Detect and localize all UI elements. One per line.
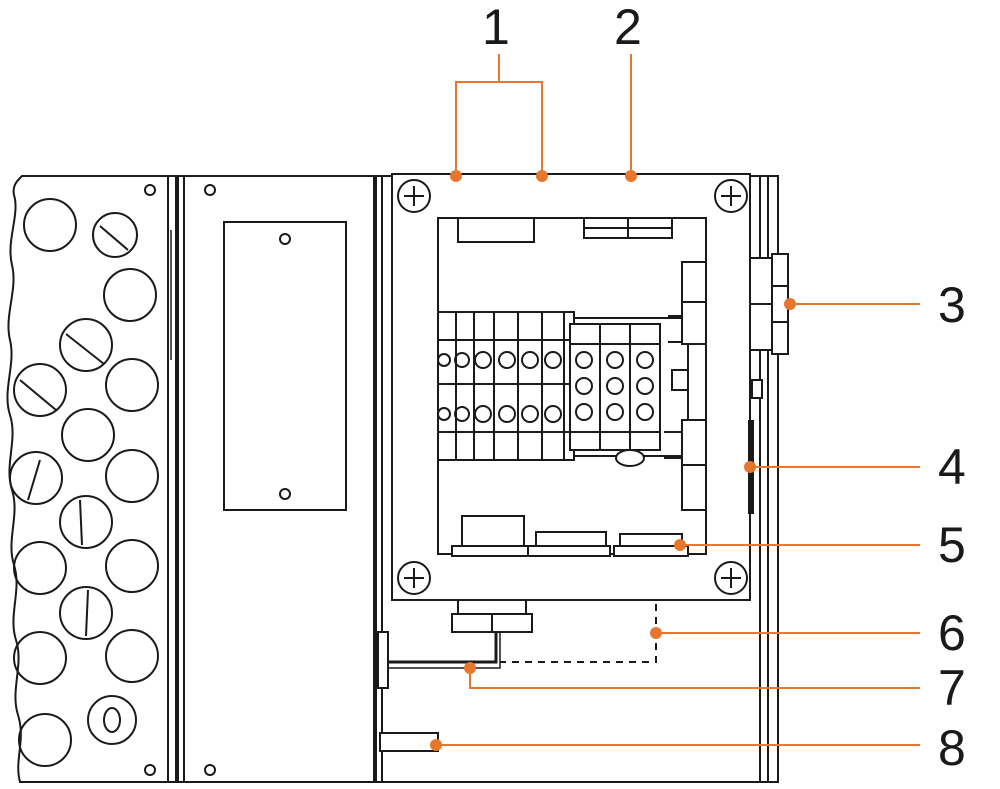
corner-screw-top-right — [714, 179, 748, 213]
top-knockout-left — [457, 217, 535, 243]
callout-label-5: 5 — [938, 517, 966, 573]
callout-dot-7 — [464, 662, 476, 674]
callout-label-7: 7 — [938, 660, 966, 716]
callout-dot-6 — [650, 627, 662, 639]
corner-screw-bottom-left — [397, 561, 431, 595]
corner-screw-top-left — [397, 179, 431, 213]
dashed-cable-route — [500, 604, 657, 663]
callout-dots — [430, 170, 796, 751]
terminal-blocks — [437, 311, 661, 467]
callout-label-3: 3 — [938, 277, 966, 333]
callout-label-2: 2 — [614, 0, 642, 55]
corner-screw-bottom-right — [714, 561, 748, 595]
right-cable-glands-inner — [664, 261, 707, 511]
middle-panel — [177, 175, 375, 783]
callout-dot-1a — [450, 170, 462, 182]
callout-dot-3 — [784, 298, 796, 310]
perforated-panel — [6, 175, 177, 783]
callout-label-8: 8 — [938, 720, 966, 776]
side-bracket — [377, 631, 389, 689]
callout-dot-5 — [674, 539, 686, 551]
callout-label-4: 4 — [938, 439, 966, 495]
side-cable-gland — [749, 253, 789, 399]
callout-label-1: 1 — [482, 0, 510, 55]
leader-lines — [436, 54, 920, 746]
cable — [388, 632, 498, 664]
callout-dot-8 — [430, 739, 442, 751]
callout-label-6: 6 — [938, 605, 966, 661]
junction-box — [391, 173, 751, 601]
bottom-cable-gland — [451, 599, 533, 633]
callout-numbers: 1 2 3 4 5 6 7 8 — [482, 0, 966, 776]
callout-dot-4 — [744, 461, 756, 473]
mounting-bracket — [379, 732, 439, 752]
callout-dot-1b — [536, 170, 548, 182]
label-plate — [223, 221, 347, 511]
callout-dot-2 — [625, 170, 637, 182]
